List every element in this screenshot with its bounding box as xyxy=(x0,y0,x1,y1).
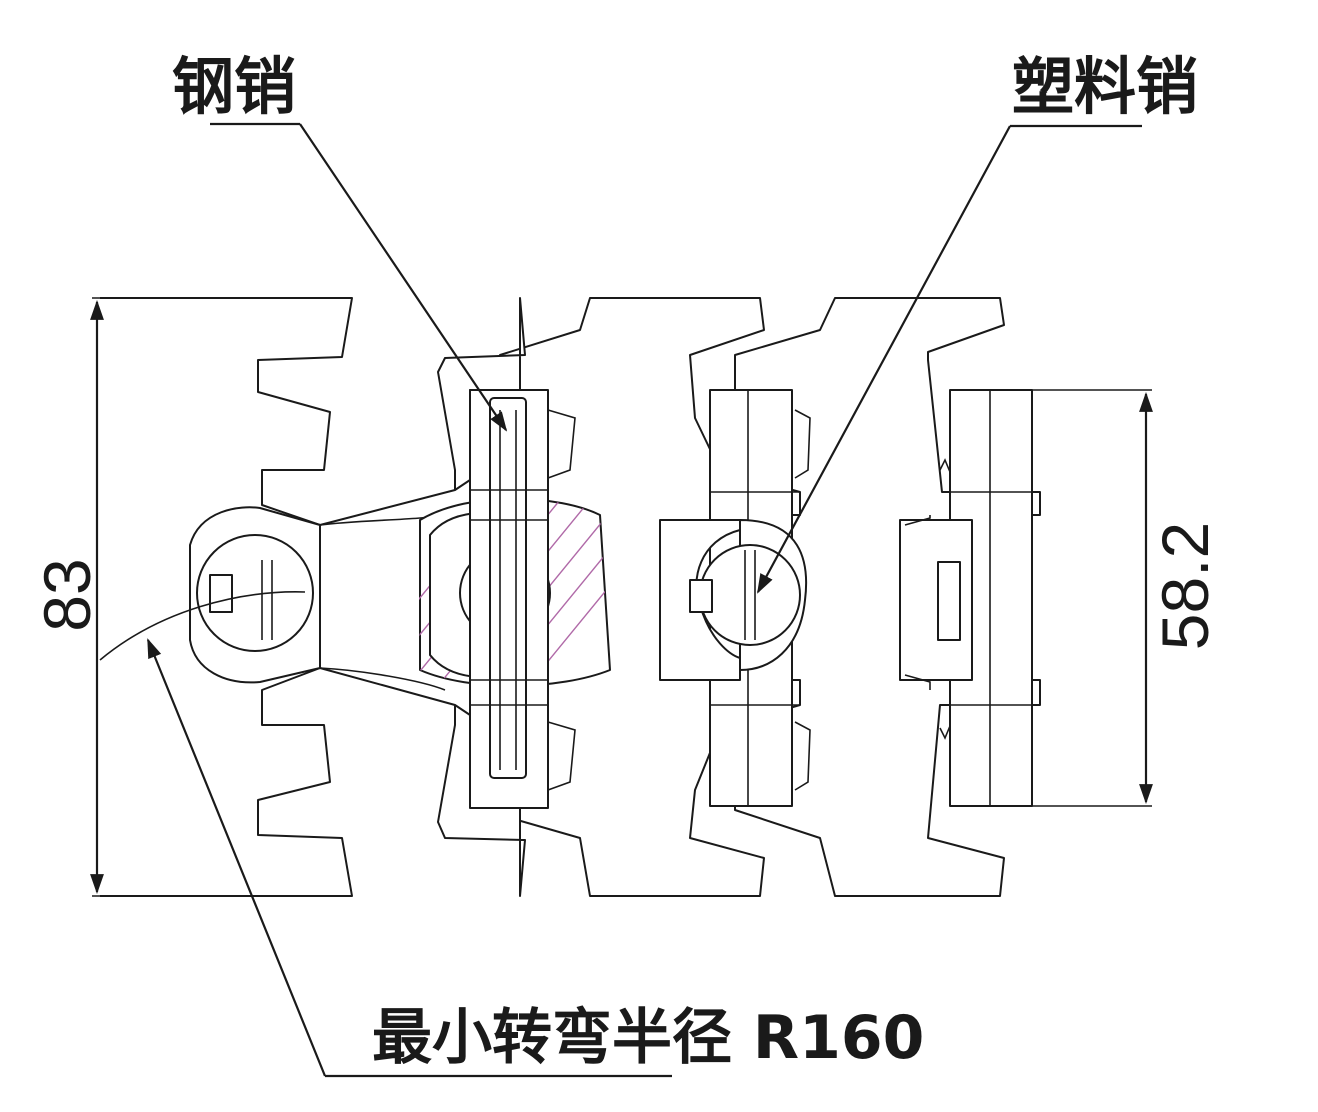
callout-plastic-pin: 塑料销 xyxy=(757,50,1198,594)
chain-link-right xyxy=(734,297,1041,897)
plastic-pin-label: 塑料销 xyxy=(1012,50,1198,123)
chain-link-middle xyxy=(499,297,811,897)
min-turn-radius-label: 最小转弯半径 R160 xyxy=(372,1003,924,1073)
callout-min-turn-radius: 最小转弯半径 R160 xyxy=(99,591,924,1078)
dimension-58-2-label: 58.2 xyxy=(1148,522,1222,650)
callout-steel-pin: 钢销 xyxy=(172,50,508,432)
steel-pin-section xyxy=(418,389,611,809)
dimension-58-2: 58.2 xyxy=(1032,389,1222,807)
steel-pin-label: 钢销 xyxy=(172,50,296,123)
dimension-83-label: 83 xyxy=(30,558,104,631)
dimension-83: 83 xyxy=(30,297,352,897)
